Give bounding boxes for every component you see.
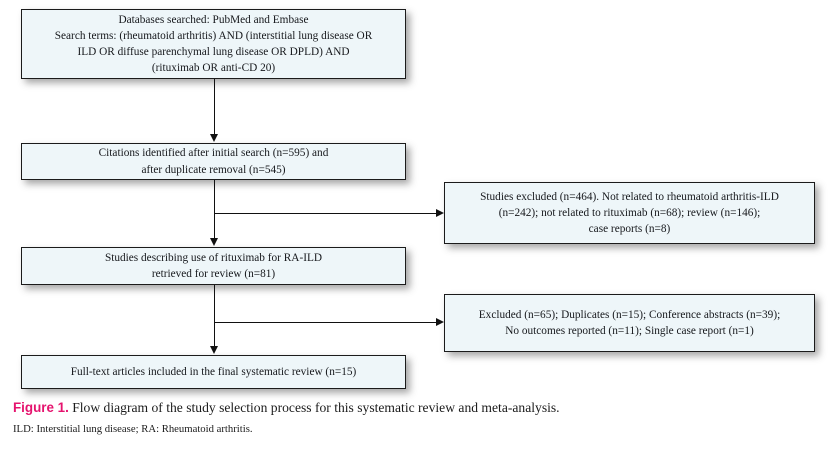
figure-caption: Figure 1. Flow diagram of the study sele…	[13, 399, 823, 417]
figure-caption-label: Figure 1.	[13, 400, 69, 415]
flow-node-search-strategy: Databases searched: PubMed and Embase Se…	[21, 9, 406, 79]
flow-node-studies-excluded-screening-text: Studies excluded (n=464). Not related to…	[480, 190, 779, 236]
flow-node-studies-retrieved-text: Studies describing use of rituximab for …	[104, 251, 323, 280]
connector-retrieved-to-included	[214, 285, 216, 347]
arrow-down-icon-retrieved	[210, 238, 218, 246]
flow-node-search-strategy-text: Databases searched: PubMed and Embase Se…	[54, 13, 373, 75]
flow-node-citations-identified-text: Citations identified after initial searc…	[98, 147, 329, 176]
flow-node-studies-retrieved: Studies describing use of rituximab for …	[21, 247, 406, 285]
connector-branch-to-excluded-screening	[214, 213, 436, 215]
connector-search-to-citations	[214, 79, 216, 135]
arrow-down-icon-citations	[210, 134, 218, 142]
figure-caption-footnote: ILD: Interstitial lung disease; RA: Rheu…	[13, 423, 253, 436]
flow-node-studies-excluded-eligibility-text: Excluded (n=65); Duplicates (n=15); Conf…	[478, 308, 781, 337]
arrow-down-icon-included	[210, 346, 218, 354]
connector-citations-to-retrieved	[214, 180, 216, 239]
arrow-right-icon-excluded-screening	[436, 209, 444, 217]
arrow-right-icon-excluded-eligibility	[436, 318, 444, 326]
flow-node-citations-identified: Citations identified after initial searc…	[21, 143, 406, 180]
flow-node-studies-excluded-eligibility: Excluded (n=65); Duplicates (n=15); Conf…	[444, 294, 815, 352]
figure-caption-block: Figure 1. Flow diagram of the study sele…	[13, 399, 823, 437]
connector-branch-to-excluded-eligibility	[214, 322, 436, 324]
figure-caption-text: Flow diagram of the study selection proc…	[68, 400, 560, 415]
flow-node-articles-included: Full-text articles included in the final…	[21, 355, 406, 389]
flow-node-studies-excluded-screening: Studies excluded (n=464). Not related to…	[444, 182, 815, 244]
flow-node-articles-included-text: Full-text articles included in the final…	[70, 365, 357, 378]
